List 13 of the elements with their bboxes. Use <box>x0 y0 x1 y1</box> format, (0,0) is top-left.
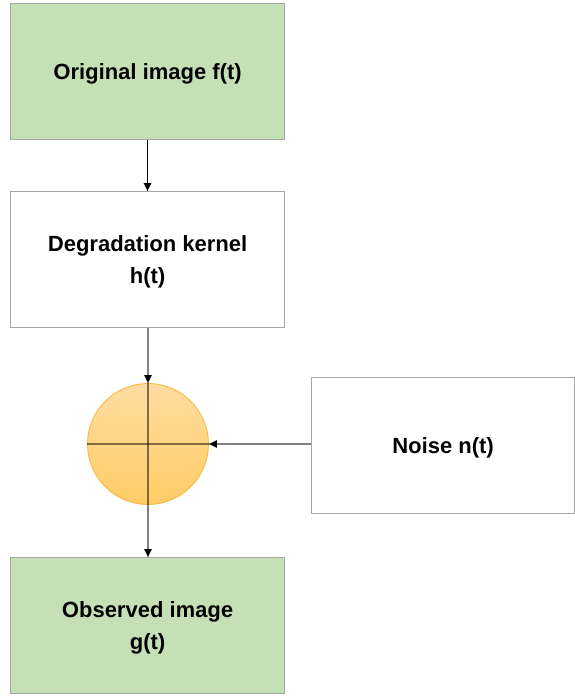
process-box <box>10 3 285 140</box>
box-label: Degradation kernel h(t) <box>46 230 248 290</box>
arrow <box>144 328 152 384</box>
summing-junction <box>87 383 209 505</box>
process-box <box>10 191 285 328</box>
box-label: Observed image g(t) <box>60 596 234 656</box>
box-label: Noise n(t) <box>392 432 494 460</box>
process-box <box>10 557 285 694</box>
process-box <box>311 377 575 514</box>
arrow <box>144 504 152 558</box>
box-label: Original image f(t) <box>53 58 242 86</box>
arrow <box>144 140 152 192</box>
arrow <box>208 440 312 448</box>
